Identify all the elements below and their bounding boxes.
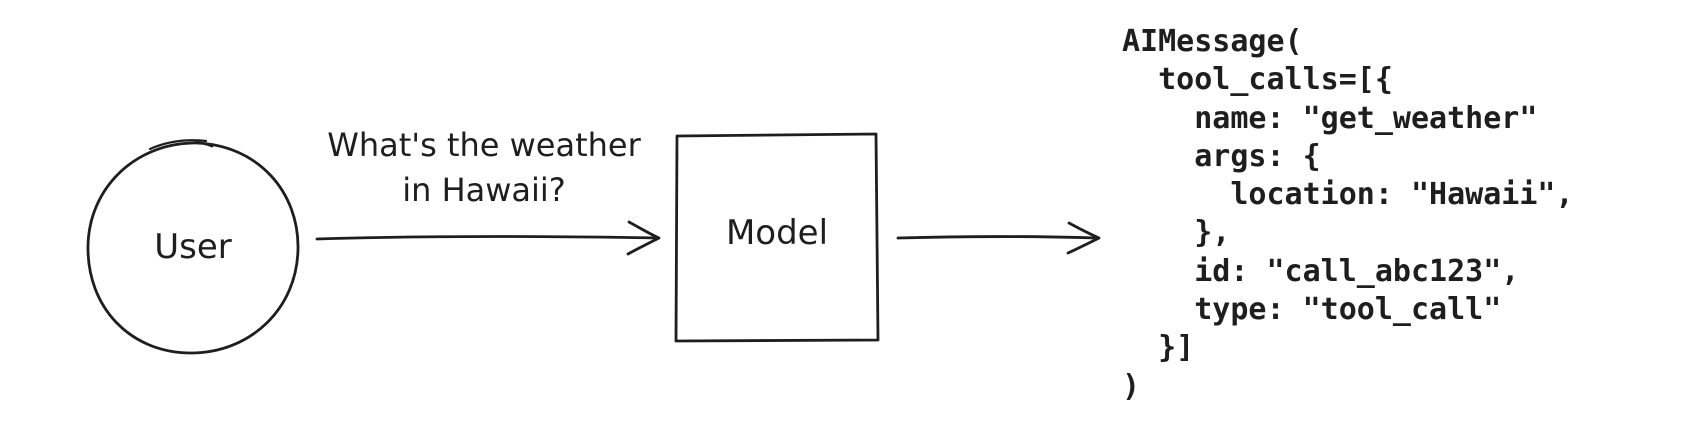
model-node-label: Model xyxy=(725,213,829,253)
arrow-model-to-output xyxy=(896,221,1101,255)
ai-message-code-output: AIMessage( tool_calls=[{ name: "get_weat… xyxy=(1122,24,1574,404)
user-node-label: User xyxy=(154,227,232,267)
model-node-rect xyxy=(674,132,880,343)
request-message-label: What's the weather in Hawaii? xyxy=(327,126,641,209)
arrow-user-to-model xyxy=(315,220,661,256)
user-node-circle xyxy=(86,139,300,355)
